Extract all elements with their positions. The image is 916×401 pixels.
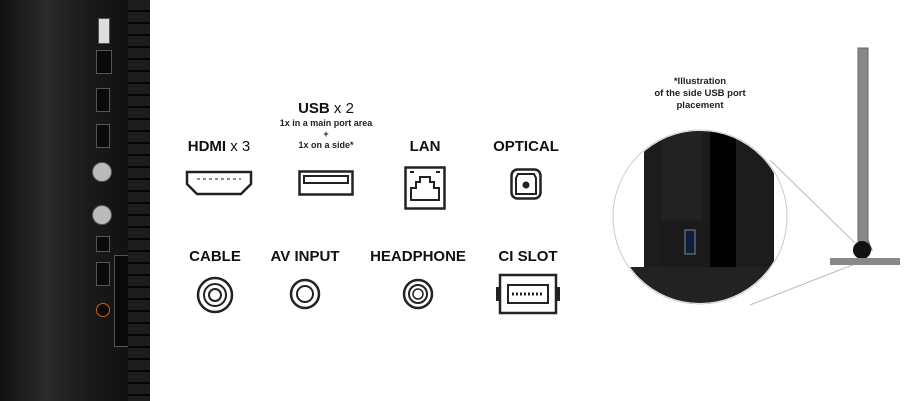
usb-label: USB x 2 bbox=[298, 100, 354, 117]
lan-label: LAN bbox=[409, 138, 441, 155]
av-input-icon bbox=[289, 278, 321, 310]
optical-label: OPTICAL bbox=[493, 138, 559, 155]
note-line-3: placement bbox=[676, 100, 724, 111]
usb-detail-side: 1x on a side* bbox=[298, 140, 354, 150]
usb-detail: 1x in a main port area+1x on a side* bbox=[280, 118, 373, 151]
av-input-label: AV INPUT bbox=[270, 248, 340, 265]
usb-detail-plus: + bbox=[323, 129, 329, 139]
note-line-1: *Illustration bbox=[673, 76, 727, 87]
note-line-2: of the side USB port bbox=[654, 88, 746, 99]
headphone-label: HEADPHONE bbox=[370, 248, 466, 265]
side-usb-illustration bbox=[612, 47, 900, 306]
ci-slot-icon bbox=[496, 273, 560, 315]
tv-back-panel-image bbox=[0, 0, 150, 401]
usb-icon bbox=[298, 170, 354, 196]
hdmi-count: x 3 bbox=[230, 138, 251, 155]
cable-icon bbox=[196, 276, 234, 314]
hdmi-name: HDMI bbox=[187, 138, 227, 155]
usb-detail-main: 1x in a main port area bbox=[279, 118, 373, 128]
optical-icon bbox=[510, 168, 542, 200]
ci-slot-label: CI SLOT bbox=[498, 248, 558, 265]
usb-name: USB bbox=[298, 100, 330, 117]
lan-icon bbox=[404, 166, 446, 210]
hdmi-label: HDMI x 3 bbox=[188, 138, 251, 155]
hdmi-icon bbox=[185, 170, 253, 196]
usb-count: x 2 bbox=[333, 100, 354, 117]
cable-label: CABLE bbox=[189, 248, 241, 265]
headphone-jack-icon bbox=[402, 278, 434, 310]
